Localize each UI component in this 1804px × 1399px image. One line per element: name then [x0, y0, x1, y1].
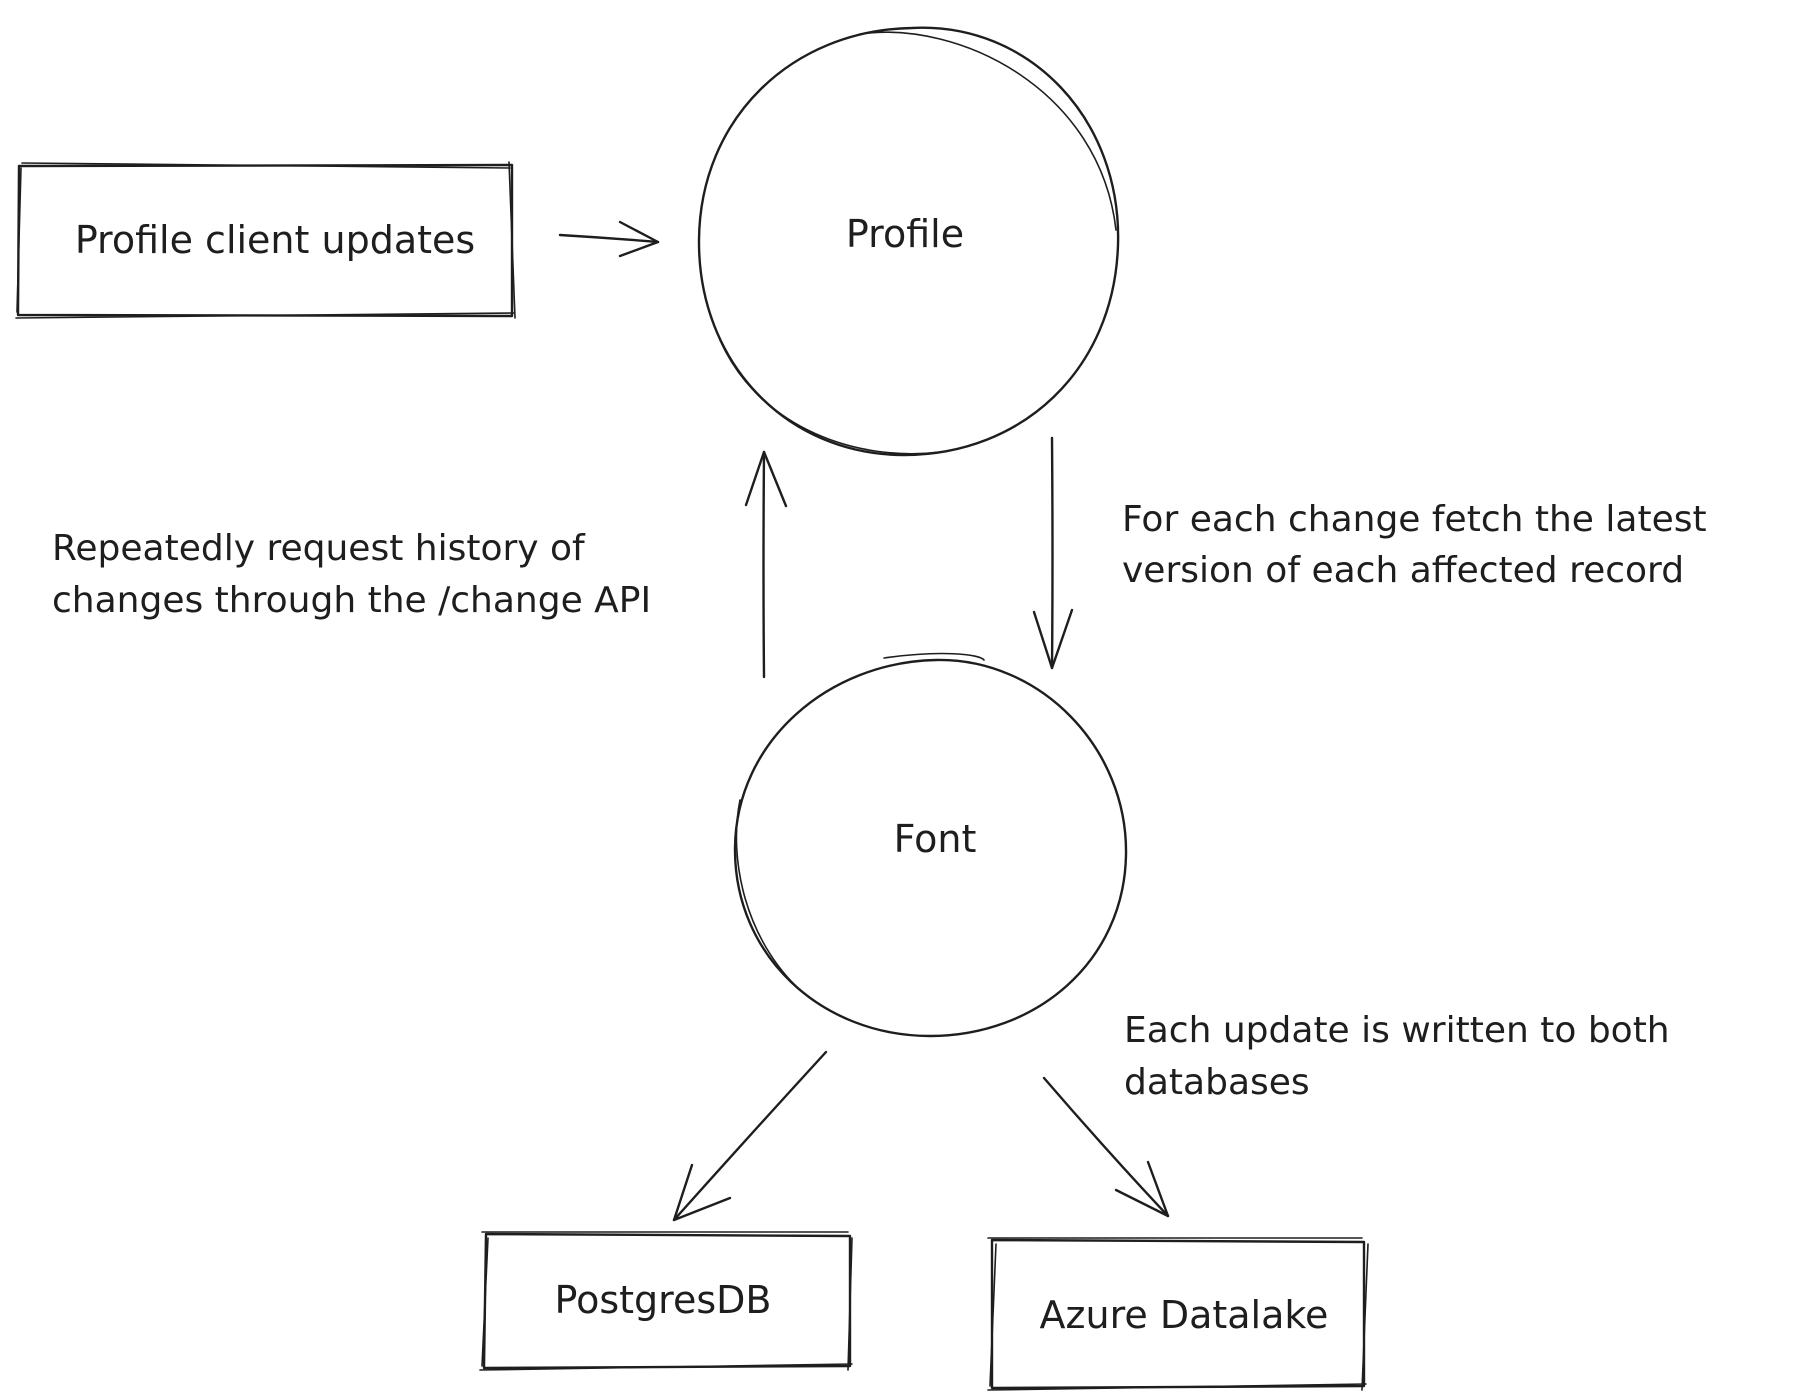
- annotation-write-line1: Each update is written to both: [1124, 1010, 1670, 1051]
- annotation-fetch-line1: For each change fetch the latest: [1122, 499, 1707, 540]
- azure-datalake-label: Azure Datalake: [1040, 1293, 1329, 1337]
- profile-node[interactable]: Profile: [697, 26, 1120, 457]
- postgres-db-label: PostgresDB: [555, 1278, 772, 1322]
- font-node[interactable]: Font: [733, 652, 1128, 1038]
- azure-datalake-box[interactable]: Azure Datalake: [987, 1237, 1369, 1391]
- arrow-font-to-profile: [744, 450, 788, 679]
- annotation-poll-line1: Repeatedly request history of: [52, 528, 586, 569]
- arrow-client-to-profile: [558, 220, 660, 258]
- annotation-fetch-line2: version of each affected record: [1122, 550, 1684, 591]
- profile-label: Profile: [846, 212, 964, 256]
- annotation-poll-line2: changes through the /change API: [52, 580, 651, 621]
- profile-client-updates-box[interactable]: Profile client updates: [15, 161, 516, 319]
- arrow-font-to-azure: [1042, 1076, 1170, 1218]
- annotation-write-both: Each update is written to both databases: [1124, 1010, 1670, 1103]
- font-label: Font: [894, 817, 977, 861]
- postgres-db-box[interactable]: PostgresDB: [479, 1231, 853, 1371]
- annotation-fetch-latest: For each change fetch the latest version…: [1122, 499, 1707, 591]
- annotation-poll-change-api: Repeatedly request history of changes th…: [52, 528, 651, 621]
- arrow-font-to-postgres: [672, 1050, 828, 1222]
- annotation-write-line2: databases: [1124, 1062, 1310, 1103]
- arrow-profile-to-font: [1032, 436, 1074, 670]
- profile-client-updates-label: Profile client updates: [75, 218, 475, 262]
